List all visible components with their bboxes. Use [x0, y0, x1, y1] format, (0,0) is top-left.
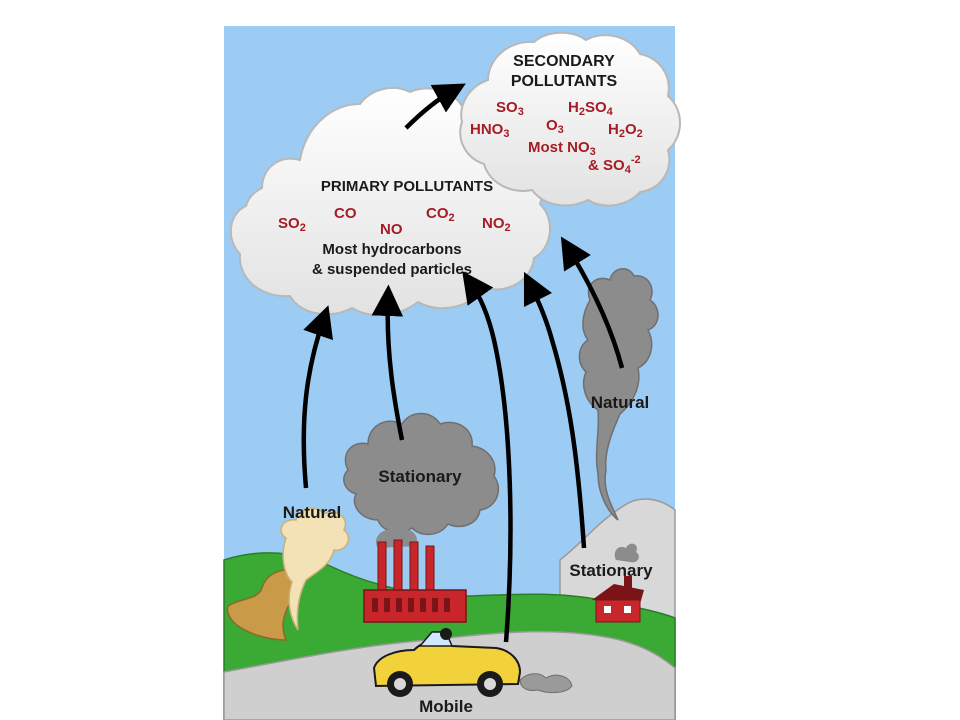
formula-no2: NO2 — [482, 215, 511, 234]
formula-hno3: HNO3 — [470, 121, 509, 140]
formula-h2so4: H2SO4 — [568, 99, 614, 118]
label-mobile: Mobile — [419, 697, 473, 716]
secondary-pollutants-cloud — [459, 31, 681, 207]
arrow-natural-left — [301, 305, 333, 489]
arrow-primary-to-secondary — [404, 83, 466, 130]
formula-most-no3: Most NO3 — [528, 139, 596, 158]
formula-co: CO — [334, 205, 357, 222]
formula-o3: O3 — [546, 117, 564, 136]
primary-line1: Most hydrocarbons — [322, 241, 461, 258]
arrow-mobile — [462, 271, 513, 643]
label-natural-left: Natural — [283, 503, 342, 522]
factory — [363, 539, 467, 623]
formula-so3: SO3 — [496, 99, 524, 118]
arrow-natural-right — [560, 236, 625, 369]
label-stationary-right: Stationary — [569, 561, 653, 580]
formula-co2: CO2 — [426, 205, 455, 224]
label-stationary-center: Stationary — [378, 467, 462, 486]
formula-so2: SO2 — [278, 215, 306, 234]
formula-so4: & SO4-2 — [588, 154, 641, 176]
secondary-title-line1: SECONDARY — [513, 53, 615, 70]
volcano-smoke — [578, 268, 659, 521]
primary-line2: & suspended particles — [312, 261, 472, 278]
house — [592, 543, 644, 623]
arrow-stationary-center — [371, 284, 405, 441]
label-natural-right: Natural — [591, 393, 650, 412]
primary-title: PRIMARY POLLUTANTS — [321, 178, 493, 195]
arrow-stationary-right — [523, 271, 587, 549]
car — [372, 628, 573, 697]
formula-no: NO — [380, 221, 403, 238]
stack-smoke — [375, 514, 418, 548]
formula-h2o2: H2O2 — [608, 121, 643, 140]
secondary-title-line2: POLLUTANTS — [511, 73, 618, 90]
natural-plume-left — [280, 507, 350, 631]
